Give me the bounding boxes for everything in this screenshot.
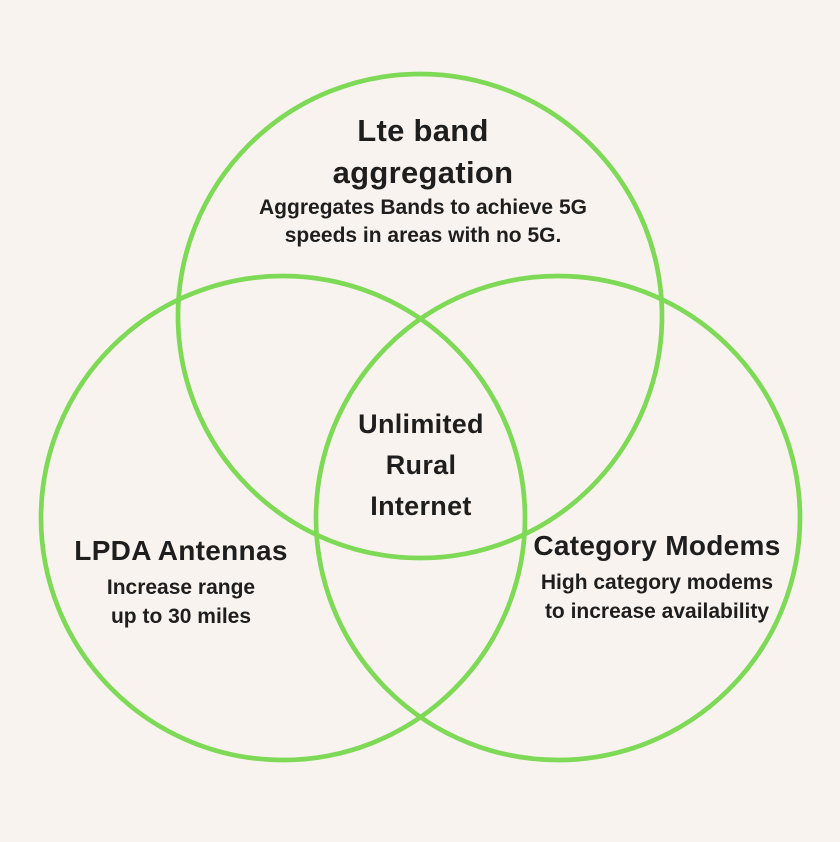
category-modems-title: Category Modems	[507, 527, 807, 565]
title-line: LPDA Antennas	[74, 535, 288, 566]
circle-category-modems	[313, 273, 803, 763]
label-center-overlap: Unlimited Rural Internet	[271, 404, 571, 527]
title-line: aggregation	[332, 155, 514, 190]
description-line: up to 30 miles	[110, 605, 252, 628]
lpda-antennas-description: Increase range up to 30 miles	[31, 573, 331, 631]
lte-band-aggregation-title: Lte band aggregation	[173, 110, 673, 194]
description-line: Aggregates Bands to achieve 5G	[259, 196, 587, 219]
circle-lte-band-aggregation	[175, 71, 665, 561]
category-modems-description: High category modems to increase availab…	[507, 568, 807, 626]
circle-lpda-antennas	[38, 273, 528, 763]
lpda-antennas-title: LPDA Antennas	[31, 532, 331, 570]
center-overlap-title: Unlimited Rural Internet	[271, 404, 571, 527]
description-line: speeds in areas with no 5G.	[284, 224, 562, 247]
title-line: Category Modems	[533, 530, 781, 561]
title-line: Lte band	[357, 113, 489, 148]
lte-band-aggregation-description: Aggregates Bands to achieve 5G speeds in…	[173, 194, 673, 250]
description-line: Increase range	[106, 576, 256, 599]
label-lte-band-aggregation: Lte band aggregation Aggregates Bands to…	[173, 110, 673, 250]
label-category-modems: Category Modems High category modems to …	[507, 527, 807, 626]
title-line: Unlimited	[358, 409, 484, 439]
description-line: High category modems	[540, 571, 774, 594]
description-line: to increase availability	[544, 600, 770, 623]
title-line: Rural	[385, 450, 457, 480]
label-lpda-antennas: LPDA Antennas Increase range up to 30 mi…	[31, 532, 331, 631]
title-line: Internet	[370, 491, 472, 521]
